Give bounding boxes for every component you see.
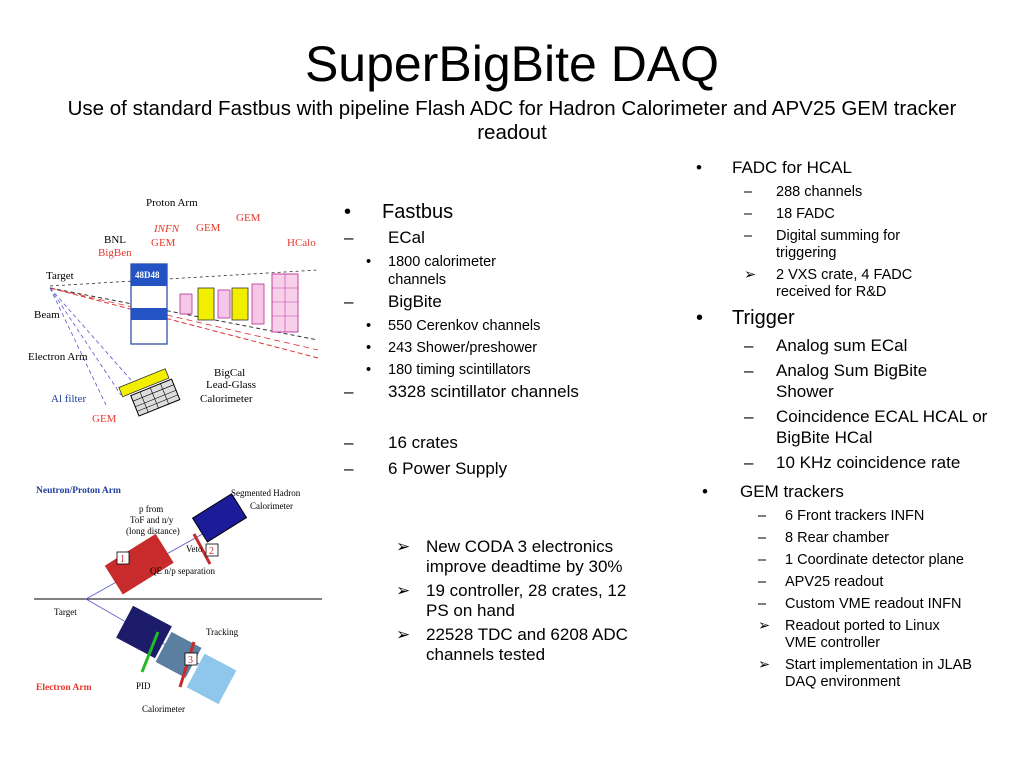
- segmented-hadron-calorimeter: [191, 493, 248, 543]
- gem-detector-2: [231, 287, 249, 321]
- power-item: –6 Power Supply: [344, 459, 508, 478]
- infn-gem: [179, 293, 193, 315]
- label-beam: Beam: [34, 309, 60, 321]
- trigger-item: •Trigger: [696, 307, 795, 329]
- pid-box: [155, 631, 202, 678]
- label-bigben: BigBen: [98, 247, 132, 259]
- np-arm-figure: 1 2 3 Neutron/Proton Arm Segmented Hadro…: [34, 482, 326, 722]
- ecal-item: –ECal: [344, 228, 425, 247]
- bigcal-leadglass: [130, 378, 181, 417]
- tracking-box: [116, 605, 172, 659]
- green-bar: [140, 631, 160, 673]
- trigger-sub-item: –Analog Sum BigBite Shower: [744, 361, 928, 401]
- calorimeter-box: [186, 653, 237, 705]
- scintillator-item: –3328 scintillator channels: [344, 382, 579, 401]
- veto-bar: [192, 533, 212, 565]
- gem-trackers-item: •GEM trackers: [702, 482, 844, 501]
- gem-sub-item: –8 Rear chamber: [758, 530, 889, 546]
- label-target: Target: [46, 270, 74, 282]
- slide-title: SuperBigBite DAQ: [304, 36, 720, 92]
- label-bnl: BNL: [104, 234, 126, 246]
- label-segmented: Segmented Hadron: [231, 488, 301, 498]
- label-hcalo: HCalo: [287, 237, 316, 249]
- label-bigcal: BigCal: [214, 367, 245, 379]
- tag-3: 3: [188, 655, 193, 666]
- fadc-sub-item: –Digital summing for triggering: [744, 228, 901, 261]
- gem-sub-item: –1 Coordinate detector plane: [758, 552, 964, 568]
- label-target: Target: [54, 607, 77, 617]
- label-seg-calorimeter: Calorimeter: [250, 501, 293, 511]
- beam-line: [49, 287, 319, 359]
- gem-check-item: ➢Start implementation in JLAB DAQ enviro…: [758, 657, 972, 690]
- label-np-arm: Neutron/Proton Arm: [36, 486, 121, 496]
- gem-column: •GEM trackers –6 Front trackers INFN –8 …: [702, 481, 1012, 691]
- label-gem-3: GEM: [92, 413, 117, 425]
- label-infn-gem: GEM: [151, 237, 176, 249]
- label-calorimeter: Calorimeter: [200, 393, 253, 405]
- tag-2: 2: [209, 546, 214, 557]
- gem-sub-item: –6 Front trackers INFN: [758, 508, 925, 524]
- gem-sub-item: –APV25 readout: [758, 574, 884, 590]
- trigger-sub-item: –Analog sum ECal: [744, 336, 908, 355]
- fadc-item: •FADC for HCAL: [696, 158, 852, 177]
- label-electron-arm: Electron Arm: [36, 683, 92, 693]
- label-pid: PID: [136, 681, 151, 691]
- experiment-layout-figure: Proton Arm GEM GEM INFN GEM BNL BigBen 4…: [26, 190, 326, 440]
- bigbite-sub-item: •550 Cerenkov channels: [366, 318, 541, 334]
- fadc-sub-item: –288 channels: [744, 184, 863, 200]
- fastbus-item: •Fastbus: [344, 201, 454, 223]
- label-infn: INFN: [153, 223, 180, 235]
- gem-check-item: ➢Readout ported to Linux VME controller: [758, 618, 940, 651]
- gem-detector-1: [197, 287, 215, 321]
- label-long-distance: (long distance): [126, 526, 180, 536]
- bigbite-item: –BigBite: [344, 292, 442, 311]
- ecal-sub-item: •1800 calorimeter channels: [366, 254, 496, 288]
- bigcal-yellow: [118, 368, 170, 398]
- label-veto: Veto: [186, 544, 203, 554]
- label-calorimeter: Calorimeter: [142, 704, 185, 714]
- label-tof: ToF and n/y: [130, 515, 174, 525]
- label-al-filter: Al filter: [51, 393, 86, 405]
- bigbite-sub-item: •243 Shower/preshower: [366, 340, 538, 356]
- label-48d48: 48D48: [135, 270, 160, 280]
- bigbite-sub-item: •180 timing scintillators: [366, 362, 531, 378]
- label-gem-1: GEM: [236, 212, 261, 224]
- controller-check-item: ➢19 controller, 28 crates, 12 PS on hand: [396, 581, 627, 620]
- fadc-trigger-column: •FADC for HCAL –288 channels –18 FADC –D…: [696, 157, 1006, 473]
- label-gem-2: GEM: [196, 222, 221, 234]
- label-tracking: Tracking: [206, 627, 239, 637]
- gem-sub-item: –Custom VME readout INFN: [758, 596, 962, 612]
- label-p-from: p from: [139, 504, 163, 514]
- label-qe: QE n/p separation: [150, 566, 215, 576]
- fadc-check-item: ➢2 VXS crate, 4 FADC received for R&D: [744, 267, 913, 300]
- trigger-sub-item: –Coincidence ECAL HCAL or BigBite HCal: [744, 407, 988, 447]
- label-leadglass: Lead-Glass: [206, 379, 256, 391]
- tag-1: 1: [120, 554, 125, 565]
- slide-subtitle: Use of standard Fastbus with pipeline Fl…: [67, 97, 957, 144]
- trigger-sub-item: –10 KHz coincidence rate: [744, 453, 961, 472]
- qe-box: [104, 533, 174, 595]
- fastbus-column: •Fastbus –ECal •1800 calorimeter channel…: [344, 199, 664, 665]
- tdc-adc-check-item: ➢22528 TDC and 6208 ADC channels tested: [396, 625, 628, 664]
- crates-item: –16 crates: [344, 433, 458, 452]
- label-electron-arm: Electron Arm: [28, 351, 88, 363]
- label-proton-arm: Proton Arm: [146, 197, 198, 209]
- coda-check-item: ➢New CODA 3 electronics improve deadtime…: [396, 537, 623, 576]
- fadc-sub-item: –18 FADC: [744, 206, 835, 222]
